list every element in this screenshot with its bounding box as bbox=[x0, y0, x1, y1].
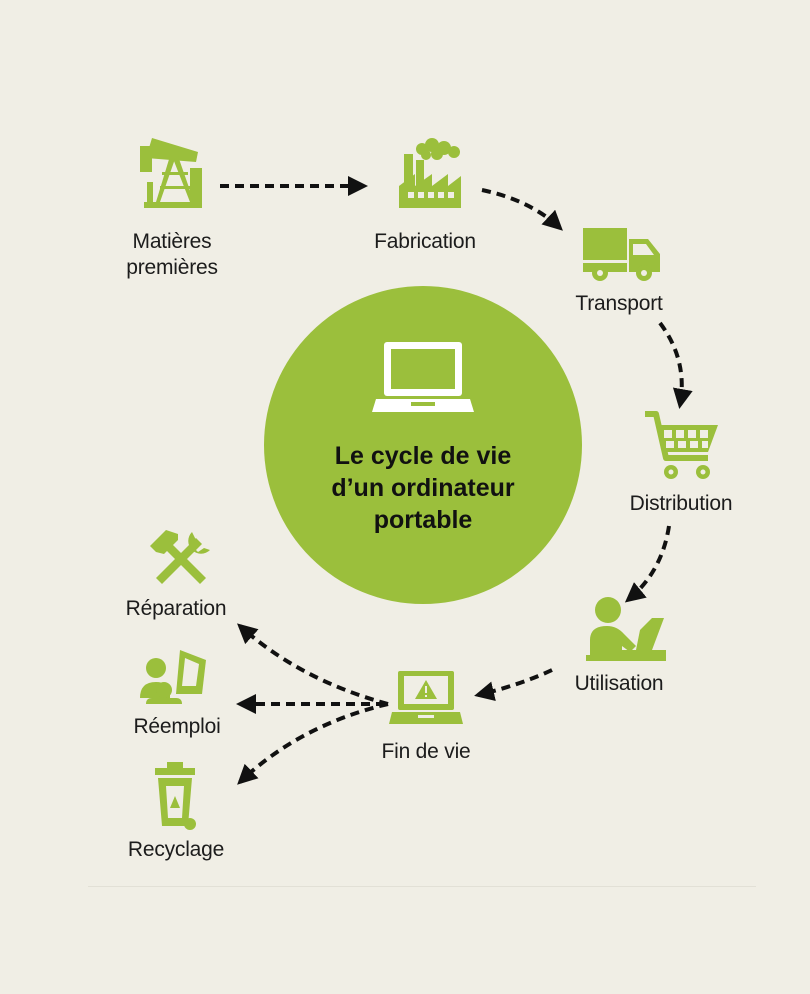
arrow-findevie-reparation bbox=[237, 623, 389, 706]
oil-pump-icon bbox=[140, 138, 202, 208]
label-transport: Transport bbox=[575, 292, 663, 315]
label-distribution: Distribution bbox=[629, 492, 733, 515]
arrow-utilisation-findevie bbox=[474, 668, 553, 702]
label-recyclage: Recyclage bbox=[127, 838, 225, 861]
label-matieres-premieres: Matières premières bbox=[126, 230, 218, 279]
center-circle bbox=[264, 286, 582, 604]
label-reparation: Réparation bbox=[125, 597, 227, 620]
tools-icon bbox=[150, 530, 210, 584]
person-laptop-icon bbox=[586, 597, 666, 661]
bottom-divider bbox=[88, 886, 756, 887]
flow-arrows bbox=[220, 176, 693, 785]
center-title: Le cycle de vie d’un ordinateur portable bbox=[331, 442, 515, 534]
shopping-cart-icon bbox=[645, 411, 718, 479]
laptop-warning-icon bbox=[389, 671, 463, 724]
arrow-findevie-recyclage bbox=[237, 702, 389, 785]
arrow-fabrication-transport bbox=[481, 188, 563, 231]
label-fin-de-vie: Fin de vie bbox=[381, 740, 471, 763]
truck-icon bbox=[583, 228, 660, 281]
laptop-icon bbox=[372, 342, 474, 412]
factory-icon bbox=[399, 138, 461, 208]
label-fabrication: Fabrication bbox=[374, 230, 476, 253]
recycle-bin-icon bbox=[155, 762, 196, 830]
arrow-distribution-utilisation bbox=[624, 525, 671, 603]
label-utilisation: Utilisation bbox=[574, 672, 664, 695]
arrow-transport-distribution bbox=[658, 321, 693, 409]
people-reuse-icon bbox=[140, 650, 206, 704]
label-reemploi: Réemploi bbox=[133, 715, 221, 738]
